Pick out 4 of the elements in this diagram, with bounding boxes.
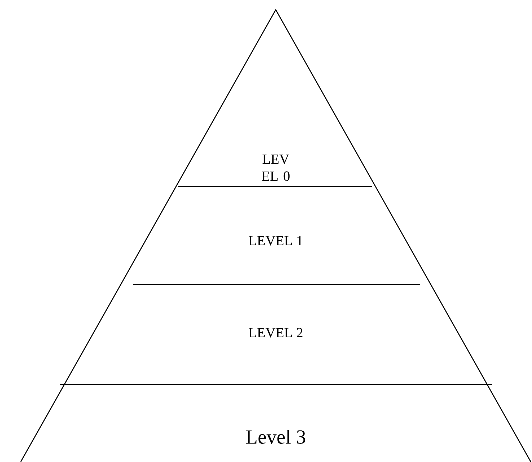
band-label: LEVEL 1 xyxy=(249,236,303,246)
band-label: Level 3 xyxy=(246,430,306,444)
band-label: LEVEL 2 xyxy=(249,328,303,338)
band-label: LEV EL 0 xyxy=(262,154,290,182)
